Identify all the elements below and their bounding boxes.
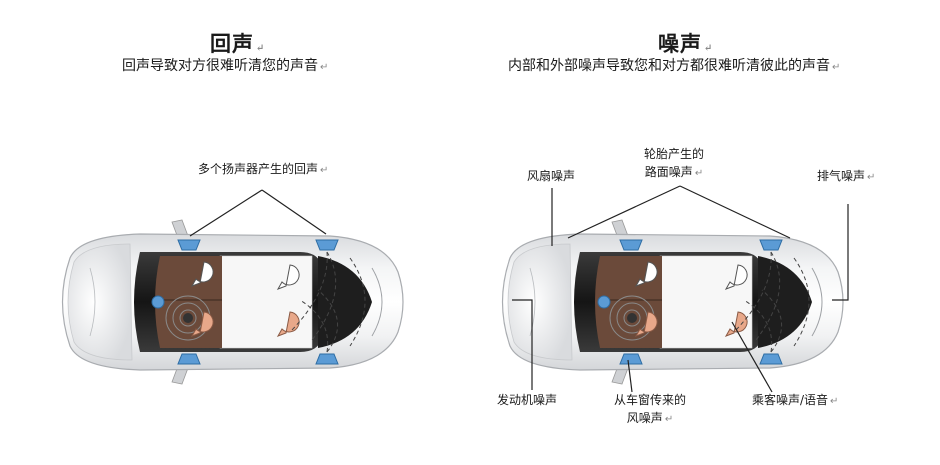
echo-paths-left (291, 251, 366, 353)
mic-dot-left (151, 295, 165, 309)
right-title: 噪声↵ (658, 31, 714, 56)
label-passenger-noise: 乘客噪声/语音↵ (752, 393, 839, 407)
rear-head-icon-right-1 (724, 264, 748, 290)
label-speaker-echo: 多个扬声器产生的回声↵ (198, 162, 329, 176)
label-window-wind-noise: 从车窗传来的风噪声↵ (614, 393, 687, 425)
passenger-head-icon-right (634, 311, 658, 337)
rear-head-icon-1 (276, 264, 300, 290)
speakers-left (177, 239, 339, 365)
driver-head-icon-right (634, 261, 658, 287)
label-engine-noise: 发动机噪声 (497, 393, 558, 407)
rear-head-icon-2 (276, 311, 300, 337)
driver-head-left (183, 313, 193, 323)
car-left (61, 219, 404, 385)
label-fan-noise: 风扇噪声 (527, 169, 576, 183)
driver-head-icon (190, 261, 214, 287)
car-right (501, 219, 844, 385)
passenger-head-icon (190, 311, 214, 337)
right-subtitle: 内部和外部噪声导致您和对方都很难听清彼此的声音↵ (508, 58, 841, 74)
rear-head-icon-right-2 (724, 311, 748, 337)
speakers-right (619, 239, 783, 365)
driver-head-right (627, 313, 637, 323)
left-subtitle: 回声导致对方很难听清您的声音↵ (122, 58, 329, 74)
leader-lines-left (189, 189, 327, 237)
label-road-noise: 轮胎产生的路面噪声↵ (644, 147, 705, 179)
mic-dot-right (597, 295, 611, 309)
noise-paths-right (735, 251, 810, 353)
left-title: 回声↵ (210, 31, 266, 56)
leader-lines-right (512, 185, 849, 393)
label-exhaust-noise: 排气噪声↵ (817, 169, 876, 183)
